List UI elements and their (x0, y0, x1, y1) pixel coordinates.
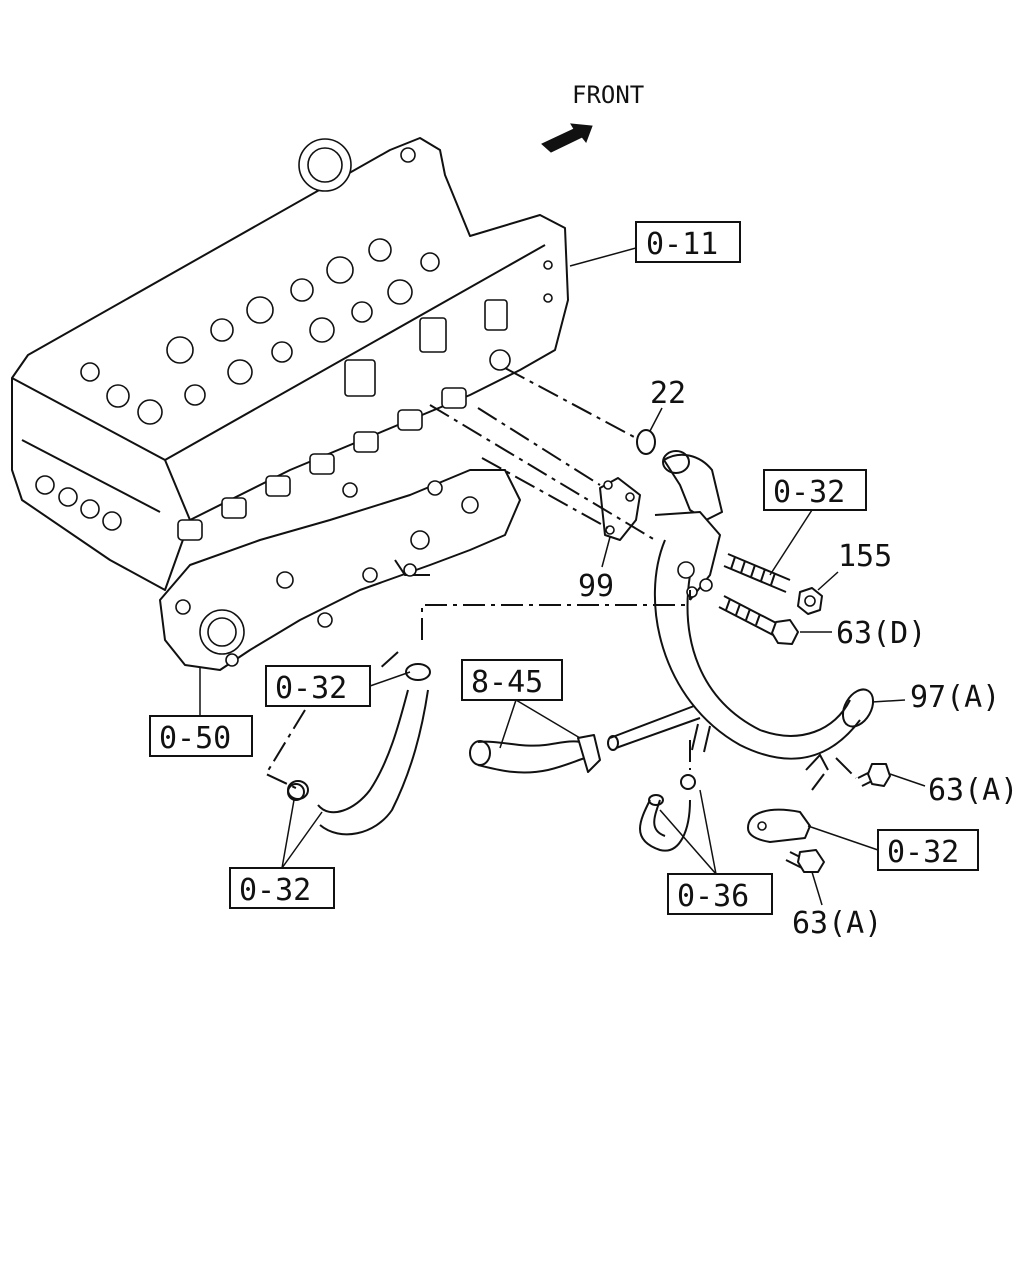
bolt-d (718, 595, 799, 645)
ref-box-cylinder-head: 0-11 (646, 227, 718, 262)
part-number-bolt-d: 63(D) (836, 616, 926, 651)
hose-lower (639, 799, 691, 852)
nut (797, 587, 823, 615)
bolt-a-bottom (785, 849, 825, 873)
front-label: FRONT (572, 81, 644, 109)
bolt-a-right (857, 763, 891, 787)
ref-box-lower-hose-group: 0-36 (677, 879, 749, 914)
hose-8-45 (477, 740, 586, 774)
part-number-pipe: 97(A) (910, 680, 1000, 715)
part-number-bolt-a-right: 63(A) (928, 773, 1018, 808)
stud (723, 553, 791, 593)
front-arrow-icon (541, 123, 593, 153)
ref-box-clip-left: 0-32 (275, 671, 347, 706)
o-ring (636, 429, 656, 455)
part-number-o-ring: 22 (650, 376, 686, 411)
part-number-bolt-a-bottom: 63(A) (792, 906, 882, 941)
ref-box-exhaust-manifold: 0-50 (159, 721, 231, 756)
ref-box-bracket-group: 0-32 (887, 835, 959, 870)
ref-box-clip-bottom-left: 0-32 (239, 873, 311, 908)
part-number-gasket: 99 (578, 569, 614, 604)
ref-box-hose-group: 8-45 (471, 665, 543, 700)
ref-box-stud-group: 0-32 (773, 475, 845, 510)
hose-left (317, 689, 429, 836)
part-number-nut: 155 (838, 539, 892, 574)
cylinder-head (11, 137, 569, 591)
water-pipe (607, 450, 875, 771)
exhaust-manifold (159, 469, 521, 671)
